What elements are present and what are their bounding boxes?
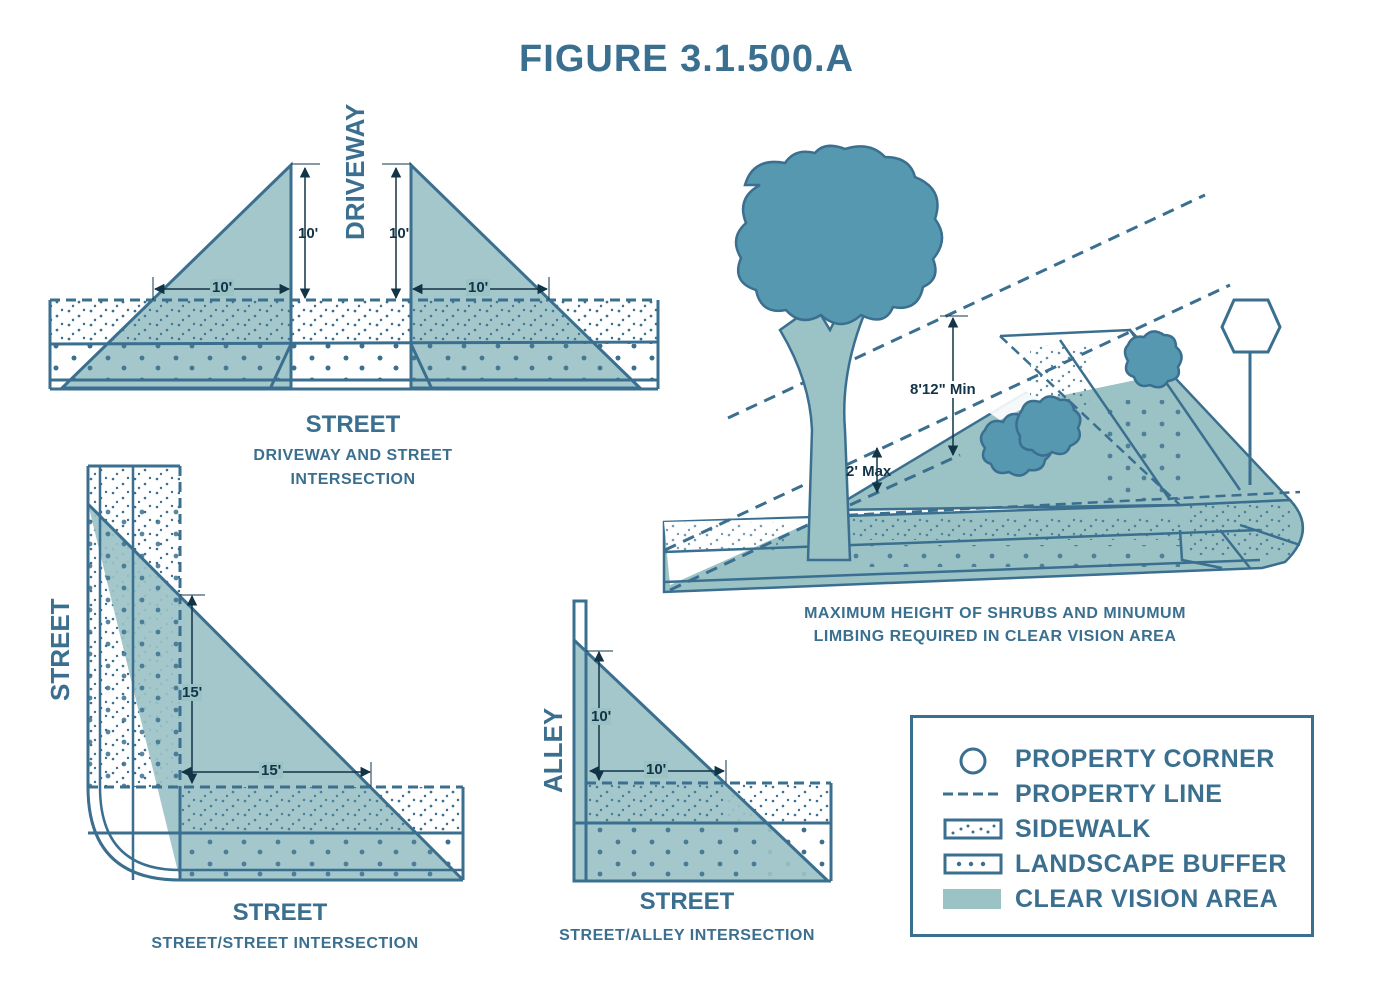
landscape-buffer-swatch-icon [943, 852, 1005, 876]
driveway-street-label: STREET [305, 411, 401, 438]
perspective-caption-line1: MAXIMUM HEIGHT OF SHRUBS AND MINUMUM [804, 605, 1186, 622]
dim-driveway-left-vertical: 10' [298, 225, 319, 242]
shrub-icon [979, 330, 1183, 477]
street-alley-intersection-diagram [572, 599, 833, 883]
legend-label: SIDEWALK [1015, 814, 1151, 843]
perspective-shrub-limbing-diagram [662, 144, 1305, 594]
alley-vertical-label: ALLEY [538, 707, 568, 793]
clear-vision-area-swatch-icon [943, 887, 1005, 911]
legend-label: LANDSCAPE BUFFER [1015, 849, 1287, 878]
driveway-caption-line2: INTERSECTION [290, 471, 416, 488]
legend-item-landscape-buffer: LANDSCAPE BUFFER [913, 849, 1287, 879]
sidewalk-swatch-icon [943, 817, 1005, 841]
legend-label: PROPERTY LINE [1015, 779, 1223, 808]
dim-street-street-horizontal: 15' [259, 762, 284, 779]
tree-icon [734, 144, 944, 562]
dim-driveway-left-horizontal: 10' [210, 279, 235, 296]
dim-shrub-max: 2' Max [846, 463, 892, 480]
legend: PROPERTY CORNER PROPERTY LINE SIDEWALK L… [910, 715, 1314, 937]
dim-driveway-right-horizontal: 10' [466, 279, 491, 296]
legend-item-property-corner: PROPERTY CORNER [913, 744, 1275, 775]
property-corner-circle-icon [943, 747, 1005, 775]
dim-street-alley-vertical: 10' [591, 708, 612, 725]
street-street-intersection-diagram [86, 464, 465, 882]
property-line-dashed-icon [943, 782, 1005, 806]
street-alley-horizontal-label: STREET [639, 888, 735, 915]
driveway-caption-line1: DRIVEWAY AND STREET [253, 447, 453, 464]
street-street-caption: STREET/STREET INTERSECTION [151, 935, 419, 952]
driveway-road-label: DRIVEWAY [340, 103, 370, 240]
figure-title: FIGURE 3.1.500.A [519, 38, 854, 80]
dim-street-street-vertical: 15' [182, 684, 203, 701]
legend-item-clear-vision-area: CLEAR VISION AREA [913, 884, 1278, 914]
legend-label: PROPERTY CORNER [1015, 744, 1275, 773]
dim-limbing-min: 8'12" Min [908, 381, 978, 398]
legend-item-property-line: PROPERTY LINE [913, 779, 1222, 809]
street-street-vertical-label: STREET [45, 598, 75, 701]
street-alley-caption: STREET/ALLEY INTERSECTION [559, 927, 815, 944]
street-street-horizontal-label: STREET [232, 899, 328, 926]
dim-driveway-right-vertical: 10' [389, 225, 410, 242]
driveway-intersection-diagram [48, 161, 660, 391]
dim-street-alley-horizontal: 10' [644, 761, 669, 778]
stop-sign-icon [1220, 298, 1282, 354]
legend-label: CLEAR VISION AREA [1015, 884, 1279, 913]
perspective-caption-line2: LIMBING REQUIRED IN CLEAR VISION AREA [813, 628, 1177, 645]
legend-item-sidewalk: SIDEWALK [913, 814, 1151, 844]
